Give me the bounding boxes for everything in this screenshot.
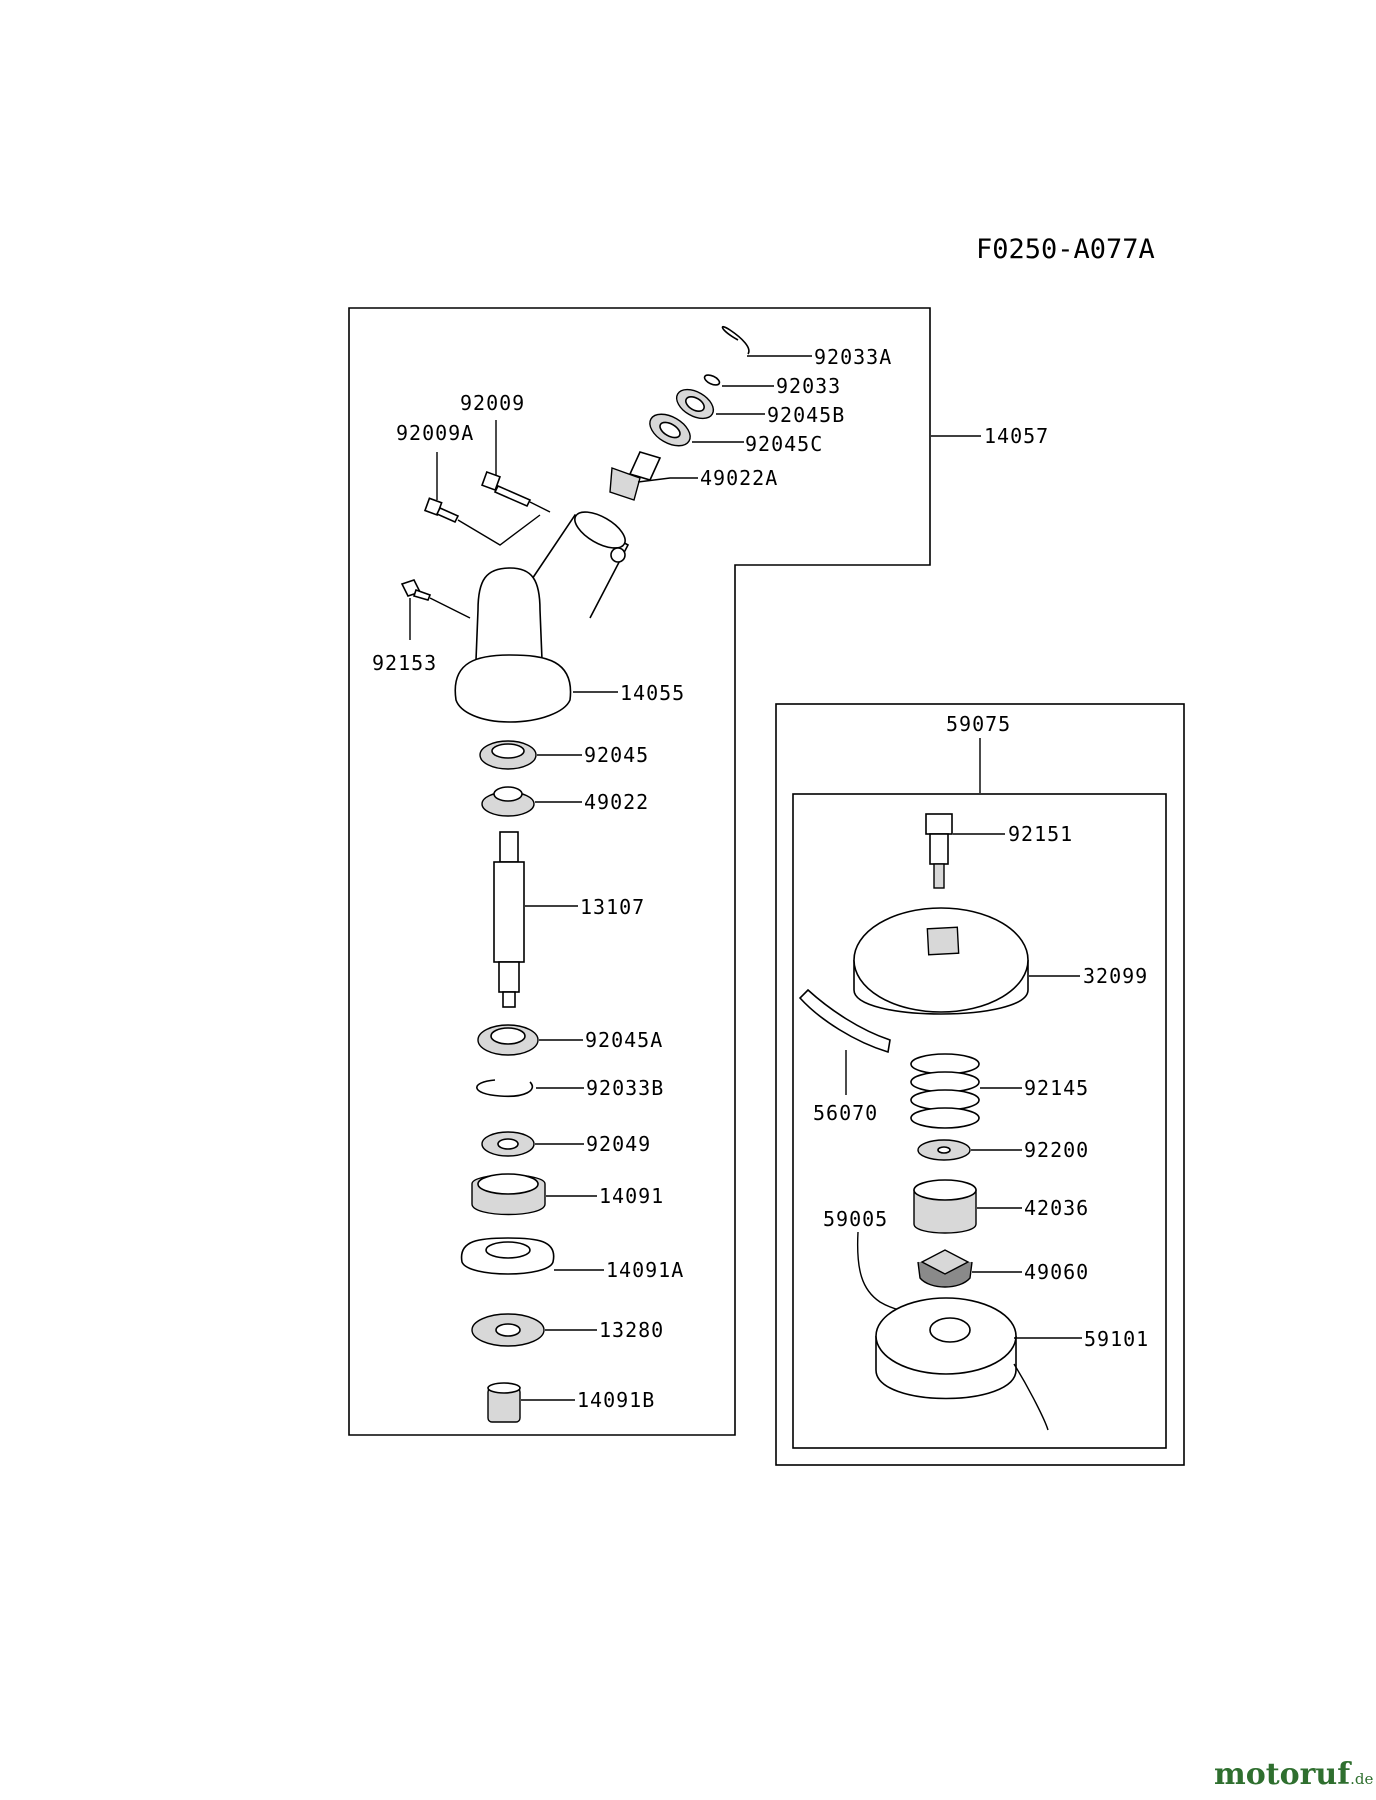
part-42036 [913, 1179, 1022, 1234]
label-92049: 92049 [586, 1132, 651, 1156]
part-92033-ring [703, 374, 774, 387]
label-92045c: 92045C [745, 432, 823, 456]
label-14057: 14057 [984, 424, 1049, 448]
part-92151-bolt [925, 813, 1005, 889]
label-14091b: 14091B [577, 1388, 655, 1412]
label-42036: 42036 [1024, 1196, 1089, 1220]
part-92045-bearing [479, 740, 582, 770]
part-92009-bolt [481, 420, 551, 513]
part-59101-spool [875, 1297, 1082, 1431]
label-56070: 56070 [813, 1101, 878, 1125]
part-56070-strip [798, 988, 891, 1095]
part-92009a-bolt [423, 452, 541, 546]
label-92145: 92145 [1024, 1076, 1089, 1100]
label-92200: 92200 [1024, 1138, 1089, 1162]
label-92033b: 92033B [586, 1076, 664, 1100]
label-92151: 92151 [1008, 822, 1073, 846]
part-92033b-circlip [476, 1079, 584, 1098]
label-14055: 14055 [620, 681, 685, 705]
label-92045: 92045 [584, 743, 649, 767]
label-49022a: 49022A [700, 466, 778, 490]
part-49022-gear [481, 786, 582, 817]
frame-59075-outer [775, 703, 1185, 1466]
part-92045b-bearing [675, 388, 765, 420]
label-92045b: 92045B [767, 403, 845, 427]
label-92009: 92009 [460, 391, 525, 415]
label-14091a: 14091A [606, 1258, 684, 1282]
part-92045a-bearing [477, 1024, 583, 1056]
part-92049-washer [481, 1131, 584, 1157]
label-92153: 92153 [372, 651, 437, 675]
label-13107: 13107 [580, 895, 645, 919]
part-14091 [471, 1173, 597, 1216]
part-13280 [471, 1313, 597, 1347]
label-59101: 59101 [1084, 1327, 1149, 1351]
label-14091: 14091 [599, 1184, 664, 1208]
label-92045a: 92045A [585, 1028, 663, 1052]
part-92145-spring [910, 1053, 1022, 1129]
label-32099: 32099 [1083, 964, 1148, 988]
part-92200-washer [917, 1139, 1022, 1161]
part-14091a [460, 1237, 604, 1275]
part-92153-bolt [400, 579, 471, 640]
part-32099-housing [853, 907, 1080, 1015]
part-92045c-bearing [649, 413, 744, 447]
part-92033a-circlip [721, 325, 812, 357]
label-49022: 49022 [584, 790, 649, 814]
label-92033: 92033 [776, 374, 841, 398]
part-13107-shaft [493, 831, 578, 1008]
label-92033a: 92033A [814, 345, 892, 369]
frame-59075-inner [792, 793, 1167, 1449]
part-49060 [917, 1249, 1022, 1288]
label-59075: 59075 [946, 712, 1011, 736]
part-49022a-pinion [609, 451, 698, 501]
diagram-code: F0250-A077A [976, 234, 1155, 265]
label-92009a: 92009A [396, 421, 474, 445]
label-59005: 59005 [823, 1207, 888, 1231]
part-14055-gear-case [454, 511, 630, 723]
part-14091b-bushing [487, 1382, 575, 1423]
label-13280: 13280 [599, 1318, 664, 1342]
watermark-logo: motoruf.de [1214, 1757, 1374, 1792]
label-49060: 49060 [1024, 1260, 1089, 1284]
frame-14057-assembly [348, 307, 931, 1436]
